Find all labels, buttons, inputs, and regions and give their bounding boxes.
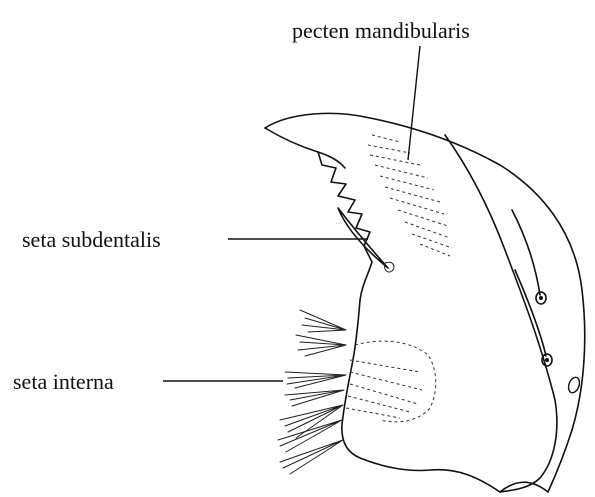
mesal-margin: [342, 262, 500, 492]
mandible-outer-edge: [445, 135, 557, 492]
outer-setae: [512, 210, 581, 394]
apical-tooth: [265, 128, 345, 168]
label-seta-subdentalis: seta subdentalis: [22, 229, 161, 251]
seta-interna-bundle: [278, 310, 346, 474]
seta-subdentalis-shape: [338, 208, 388, 268]
label-pecten-mandibularis: pecten mandibularis: [292, 20, 470, 42]
label-seta-interna: seta interna: [13, 371, 114, 393]
mandible-outline: [265, 113, 585, 492]
internal-dashed-region: [346, 341, 436, 422]
leader-pecten: [408, 46, 420, 160]
pecten-dots: [368, 135, 452, 256]
